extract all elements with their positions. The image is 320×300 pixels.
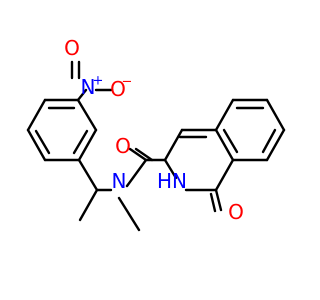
atom-o-top: O: [64, 36, 80, 60]
charge-minus: −: [122, 75, 133, 90]
bond: [265, 98, 286, 132]
bond: [163, 128, 184, 162]
atom-o-right: O: [110, 77, 126, 101]
atom-hn: HN: [157, 169, 187, 193]
atom-o-amide: O: [115, 134, 131, 158]
bond: [117, 196, 141, 232]
bond: [128, 147, 148, 162]
atom-amide-n: N: [112, 169, 127, 193]
atom-o-ring: O: [228, 200, 244, 224]
bond: [125, 158, 148, 188]
bond: [72, 129, 89, 155]
bond: [163, 158, 178, 180]
atom-nitro-n: N: [81, 75, 96, 99]
bond: [214, 188, 223, 212]
bond: [77, 158, 99, 192]
bond: [78, 188, 99, 222]
bond: [134, 147, 154, 162]
bond: [34, 129, 51, 155]
bond-lines: [26, 60, 286, 232]
atom-labels: O N + O − N O HN O: [64, 36, 244, 224]
bond: [265, 128, 286, 162]
bond: [76, 88, 88, 102]
bond: [77, 128, 98, 162]
bond: [209, 192, 217, 213]
bond: [222, 128, 239, 154]
bond: [261, 128, 277, 154]
bond: [214, 128, 235, 162]
bond: [214, 98, 235, 132]
bond: [214, 158, 235, 192]
bond: [26, 128, 47, 162]
bond: [76, 98, 98, 132]
charge-plus: +: [93, 74, 104, 89]
bond: [26, 98, 47, 132]
molecule-structure: O N + O − N O HN O: [26, 36, 286, 232]
